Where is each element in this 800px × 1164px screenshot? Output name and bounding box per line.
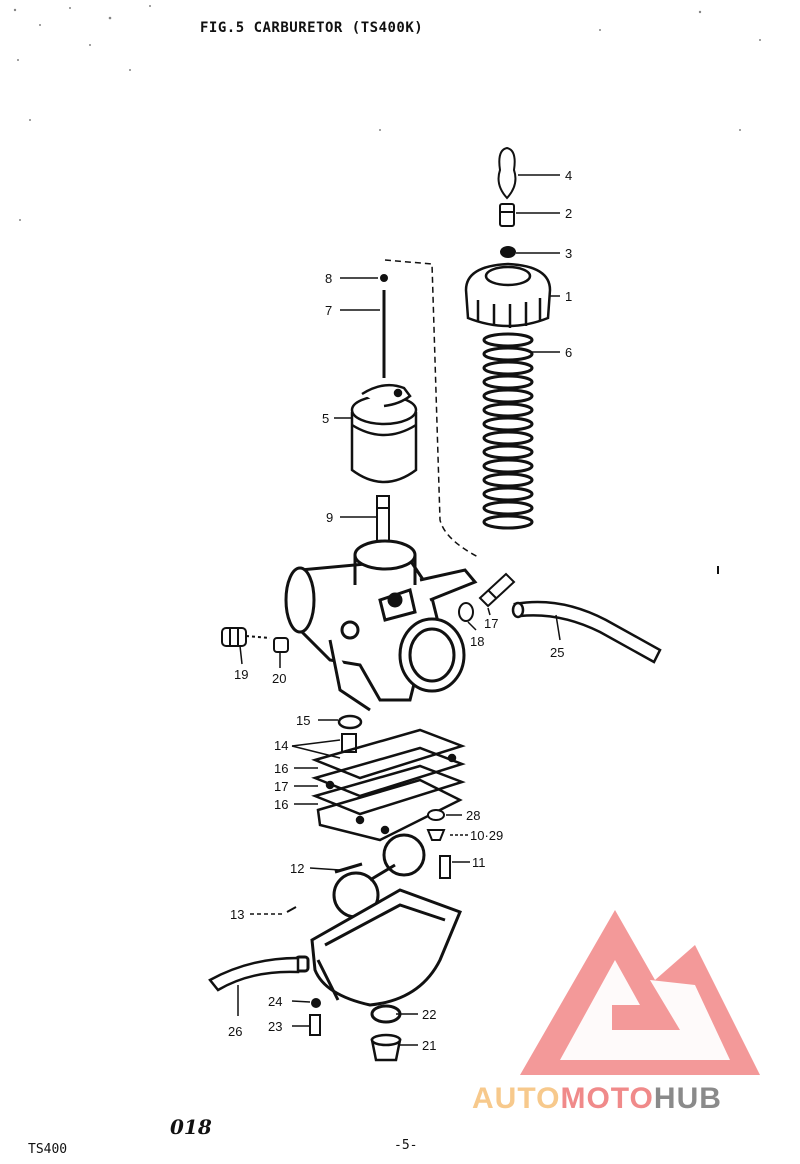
assembly-guide-line — [384, 259, 481, 559]
part-27-overflow-hose — [208, 956, 300, 992]
part-19-spring — [458, 602, 474, 622]
callout-15: 15 — [296, 713, 310, 728]
callout-20: 19 — [234, 667, 248, 682]
part-10-valve-seat — [426, 829, 446, 841]
callout-5: 5 — [322, 411, 329, 426]
callout-1: 1 — [565, 289, 572, 304]
part-13-needle-valve — [286, 906, 297, 913]
page-code: 018 — [170, 1115, 212, 1139]
part-4-cap — [497, 146, 517, 200]
callout-24: 23 — [268, 1019, 282, 1034]
part-28-washer — [427, 809, 445, 821]
callout-22: 21 — [422, 1038, 436, 1053]
callout-23: 22 — [422, 1007, 436, 1022]
callout-27: 26 — [228, 1024, 242, 1039]
part-25-screw — [311, 998, 321, 1008]
callout-18: 17 — [484, 616, 498, 631]
part-22-plug — [370, 1033, 402, 1062]
part-8-clip — [380, 274, 388, 282]
page-number: -5- — [394, 1138, 418, 1153]
callout-14: 14 — [274, 738, 288, 753]
part-21-spring — [273, 637, 289, 653]
watermark-hub: HUB — [653, 1082, 722, 1115]
part-6-spring — [482, 332, 534, 530]
part-15-washer — [337, 714, 363, 730]
watermark-moto: MOTO — [560, 1082, 654, 1115]
part-12-float — [332, 833, 426, 919]
callout-21: 20 — [272, 671, 286, 686]
callout-16-upper: 16 — [274, 761, 288, 776]
figure-title: FIG.5 CARBURETOR (TS400K) — [200, 20, 424, 36]
callout-13: 13 — [230, 907, 244, 922]
float-chamber — [294, 888, 462, 1007]
part-23-o-ring — [370, 1004, 402, 1024]
scan-noise — [13, 5, 761, 221]
callout-19: 18 — [470, 634, 484, 649]
callout-25: 24 — [268, 994, 282, 1009]
callout-26: 25 — [550, 645, 564, 660]
part-9-needle-jet — [376, 495, 390, 545]
part-5-throttle-valve — [350, 383, 418, 484]
part-20-air-screw — [221, 627, 271, 647]
callout-10-29: 10·29 — [470, 828, 503, 843]
model-label: TS400 — [28, 1142, 68, 1157]
part-14-main-jet — [341, 733, 357, 753]
part-26-hose — [511, 600, 662, 664]
part-2-adjuster — [499, 203, 515, 227]
callout-11: 11 — [472, 855, 486, 870]
automotohub-logo — [520, 910, 760, 1075]
callout-labels: 4 2 3 1 6 8 7 5 9 17 18 25 19 20 15 14 1… — [228, 168, 572, 1053]
callout-12: 12 — [290, 861, 304, 876]
part-1-top-cap — [464, 262, 552, 328]
watermark-auto: AUTO — [472, 1082, 561, 1115]
callout-28: 28 — [466, 808, 480, 823]
callout-16-lower: 16 — [274, 797, 288, 812]
carburetor-body — [284, 539, 478, 712]
callout-3: 3 — [565, 246, 572, 261]
part-24-drain-screw — [309, 1014, 321, 1036]
watermark-text: AUTOMOTOHUB — [472, 1082, 722, 1116]
callout-8: 8 — [325, 271, 332, 286]
callout-7: 7 — [325, 303, 332, 318]
callout-2: 2 — [565, 206, 572, 221]
callout-6: 6 — [565, 345, 572, 360]
leader-lines — [237, 174, 561, 1046]
callout-17: 17 — [274, 779, 288, 794]
part-3-nut — [500, 246, 516, 258]
callout-4: 4 — [565, 168, 572, 183]
callout-9: 9 — [326, 510, 333, 525]
part-16-17-gaskets — [311, 728, 466, 842]
part-11-pin — [439, 855, 451, 879]
part-18-pilot-screw — [478, 572, 516, 608]
